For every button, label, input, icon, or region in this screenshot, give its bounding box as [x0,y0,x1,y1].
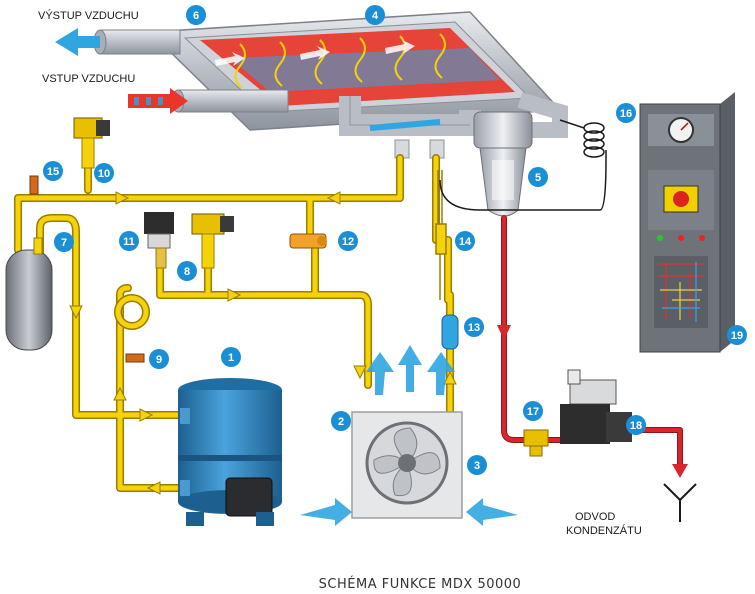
marker-3: 3 [467,455,487,475]
drain-label-line1: ODVOD [575,511,615,523]
marker-10: 10 [94,163,114,183]
svg-text:3: 3 [474,460,480,472]
marker-14: 14 [455,231,475,251]
svg-text:5: 5 [535,172,541,184]
svg-text:15: 15 [47,166,59,178]
air-outlet-arrow [55,28,100,56]
drain-label-line2: KONDENZÁTU [566,524,642,537]
strainer [523,429,549,457]
svg-text:19: 19 [731,330,743,342]
marker-15: 15 [43,161,63,181]
marker-6: 6 [186,5,206,25]
refrigerant-circuit [14,154,454,492]
marker-5: 5 [528,167,548,187]
control-panel [639,92,735,353]
svg-text:14: 14 [459,236,472,248]
filter-drier [441,314,459,350]
svg-text:12: 12 [342,236,354,248]
svg-text:10: 10 [98,168,110,180]
solenoid-valve-top [73,117,110,169]
condenser [351,411,463,519]
marker-7: 7 [54,232,74,252]
svg-text:13: 13 [468,322,480,334]
svg-text:4: 4 [372,10,379,22]
air-inlet-arrow [128,88,188,114]
svg-text:8: 8 [184,266,190,278]
condensate-flow-arrow [497,325,511,340]
svg-text:2: 2 [338,416,344,428]
svg-text:18: 18 [630,420,642,432]
svg-text:6: 6 [193,10,199,22]
svg-text:7: 7 [61,237,67,249]
diagram-caption: SCHÉMA FUNKCE MDX 50000 [319,576,522,592]
drain-valve [560,369,632,444]
air-outlet-label: VÝSTUP VZDUCHU [38,9,139,22]
marker-11: 11 [119,231,139,251]
hot-gas-valve [191,213,234,269]
coalescing-filter [473,111,533,217]
marker-9: 9 [149,349,169,369]
marker-19: 19 [727,325,747,345]
flow-arrows [69,191,457,495]
marker-17: 17 [523,401,543,421]
svg-text:11: 11 [123,236,135,248]
service-valve-9 [125,353,145,363]
svg-text:9: 9 [156,354,162,366]
marker-13: 13 [464,317,484,337]
svg-text:1: 1 [228,352,234,364]
accumulator-tank [5,237,53,351]
cooling-air-arrows [300,345,518,526]
marker-18: 18 [626,415,646,435]
drain-arrow [672,464,688,478]
expansion-valve [289,233,327,249]
pressure-switch [144,212,174,269]
compressor [178,378,282,526]
drain-outlet [663,483,697,522]
sensor-line [439,119,607,211]
service-valve-15 [29,175,39,195]
marker-1: 1 [221,347,241,367]
capillary-tube [435,170,447,300]
marker-16: 16 [616,103,636,123]
marker-12: 12 [338,231,358,251]
svg-text:17: 17 [527,406,539,418]
heat-exchanger [93,11,568,159]
marker-8: 8 [177,261,197,281]
marker-4: 4 [365,5,385,25]
marker-2: 2 [331,411,351,431]
svg-text:16: 16 [620,108,632,120]
air-inlet-label: VSTUP VZDUCHU [42,73,135,85]
